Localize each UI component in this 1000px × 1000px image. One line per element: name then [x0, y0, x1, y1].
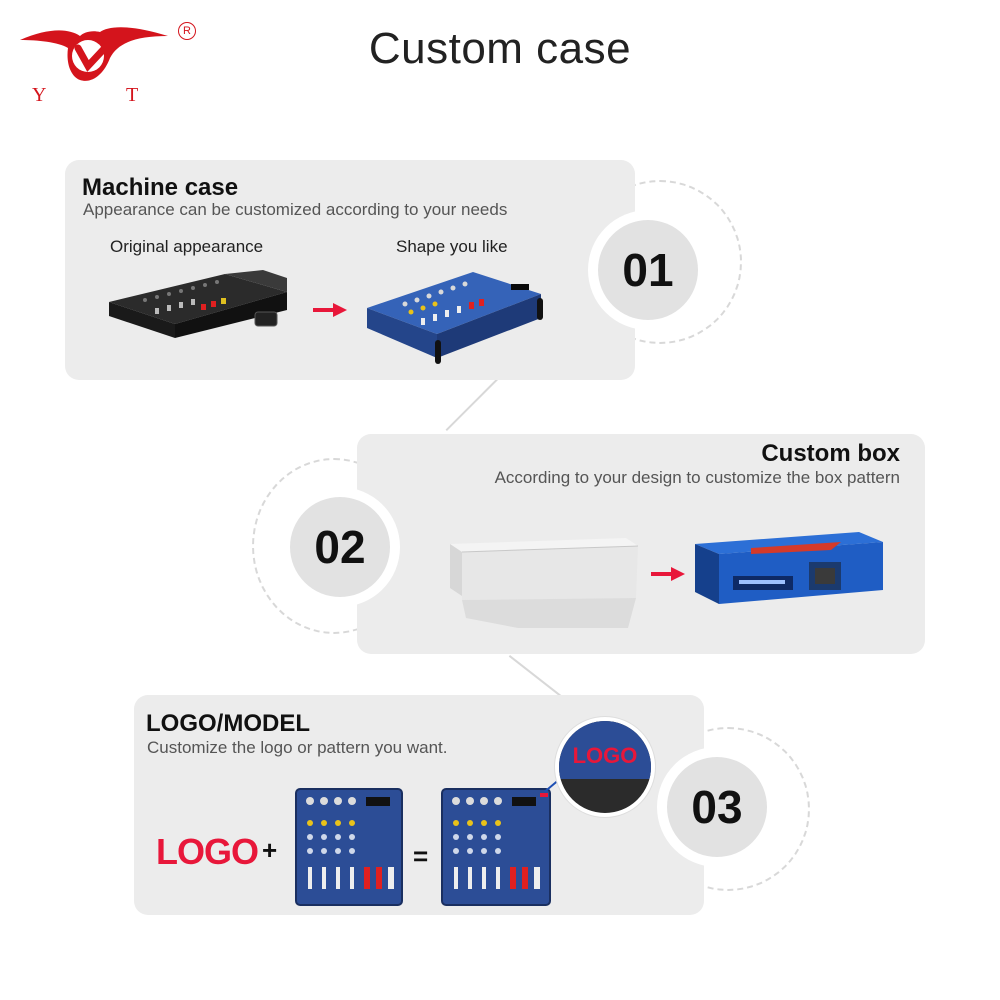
section-subtitle: Customize the logo or pattern you want.: [147, 738, 448, 757]
section-subtitle: Appearance can be customized according t…: [83, 200, 508, 219]
equals-sign: =: [413, 841, 429, 871]
logo-sample-text: LOGO: [156, 831, 259, 872]
section-machine-case: Machine case Appearance can be customize…: [65, 160, 635, 380]
section-title: LOGO/MODEL: [146, 710, 310, 737]
custom-mixer-image: [367, 272, 543, 364]
section-subtitle: According to your design to customize th…: [494, 468, 900, 487]
zoom-logo-text: LOGO: [572, 743, 638, 768]
arrow-right-icon: [313, 303, 347, 317]
mixer-with-logo-image: [441, 788, 551, 906]
mixer-front-image: [295, 788, 403, 906]
step-badge-02: 02: [290, 497, 390, 597]
brand-letter-y: Y: [32, 84, 47, 106]
connector-line: [445, 376, 500, 432]
brand-letter-t: T: [126, 84, 139, 106]
logo-zoom-circle: LOGO: [555, 717, 655, 817]
original-mixer-image: [109, 270, 287, 338]
step-badge-01: 01: [598, 220, 698, 320]
registered-mark: R: [178, 22, 196, 40]
caption-original: Original appearance: [110, 237, 264, 256]
caption-shape: Shape you like: [396, 237, 508, 256]
step-badge-03: 03: [667, 757, 767, 857]
brand-logo-icon: [20, 27, 168, 81]
page-title: Custom case: [368, 24, 632, 73]
plus-sign: +: [262, 835, 278, 865]
brand-logo: Y T R: [18, 22, 196, 112]
zoom-panel-face: [559, 721, 651, 779]
section-title: Machine case: [82, 174, 239, 201]
arrow-right-icon: [651, 567, 685, 581]
section-custom-box: Custom box According to your design to c…: [357, 434, 925, 654]
section-title: Custom box: [761, 440, 900, 467]
printed-box-image: [695, 532, 883, 604]
plain-box-image: [450, 538, 639, 628]
